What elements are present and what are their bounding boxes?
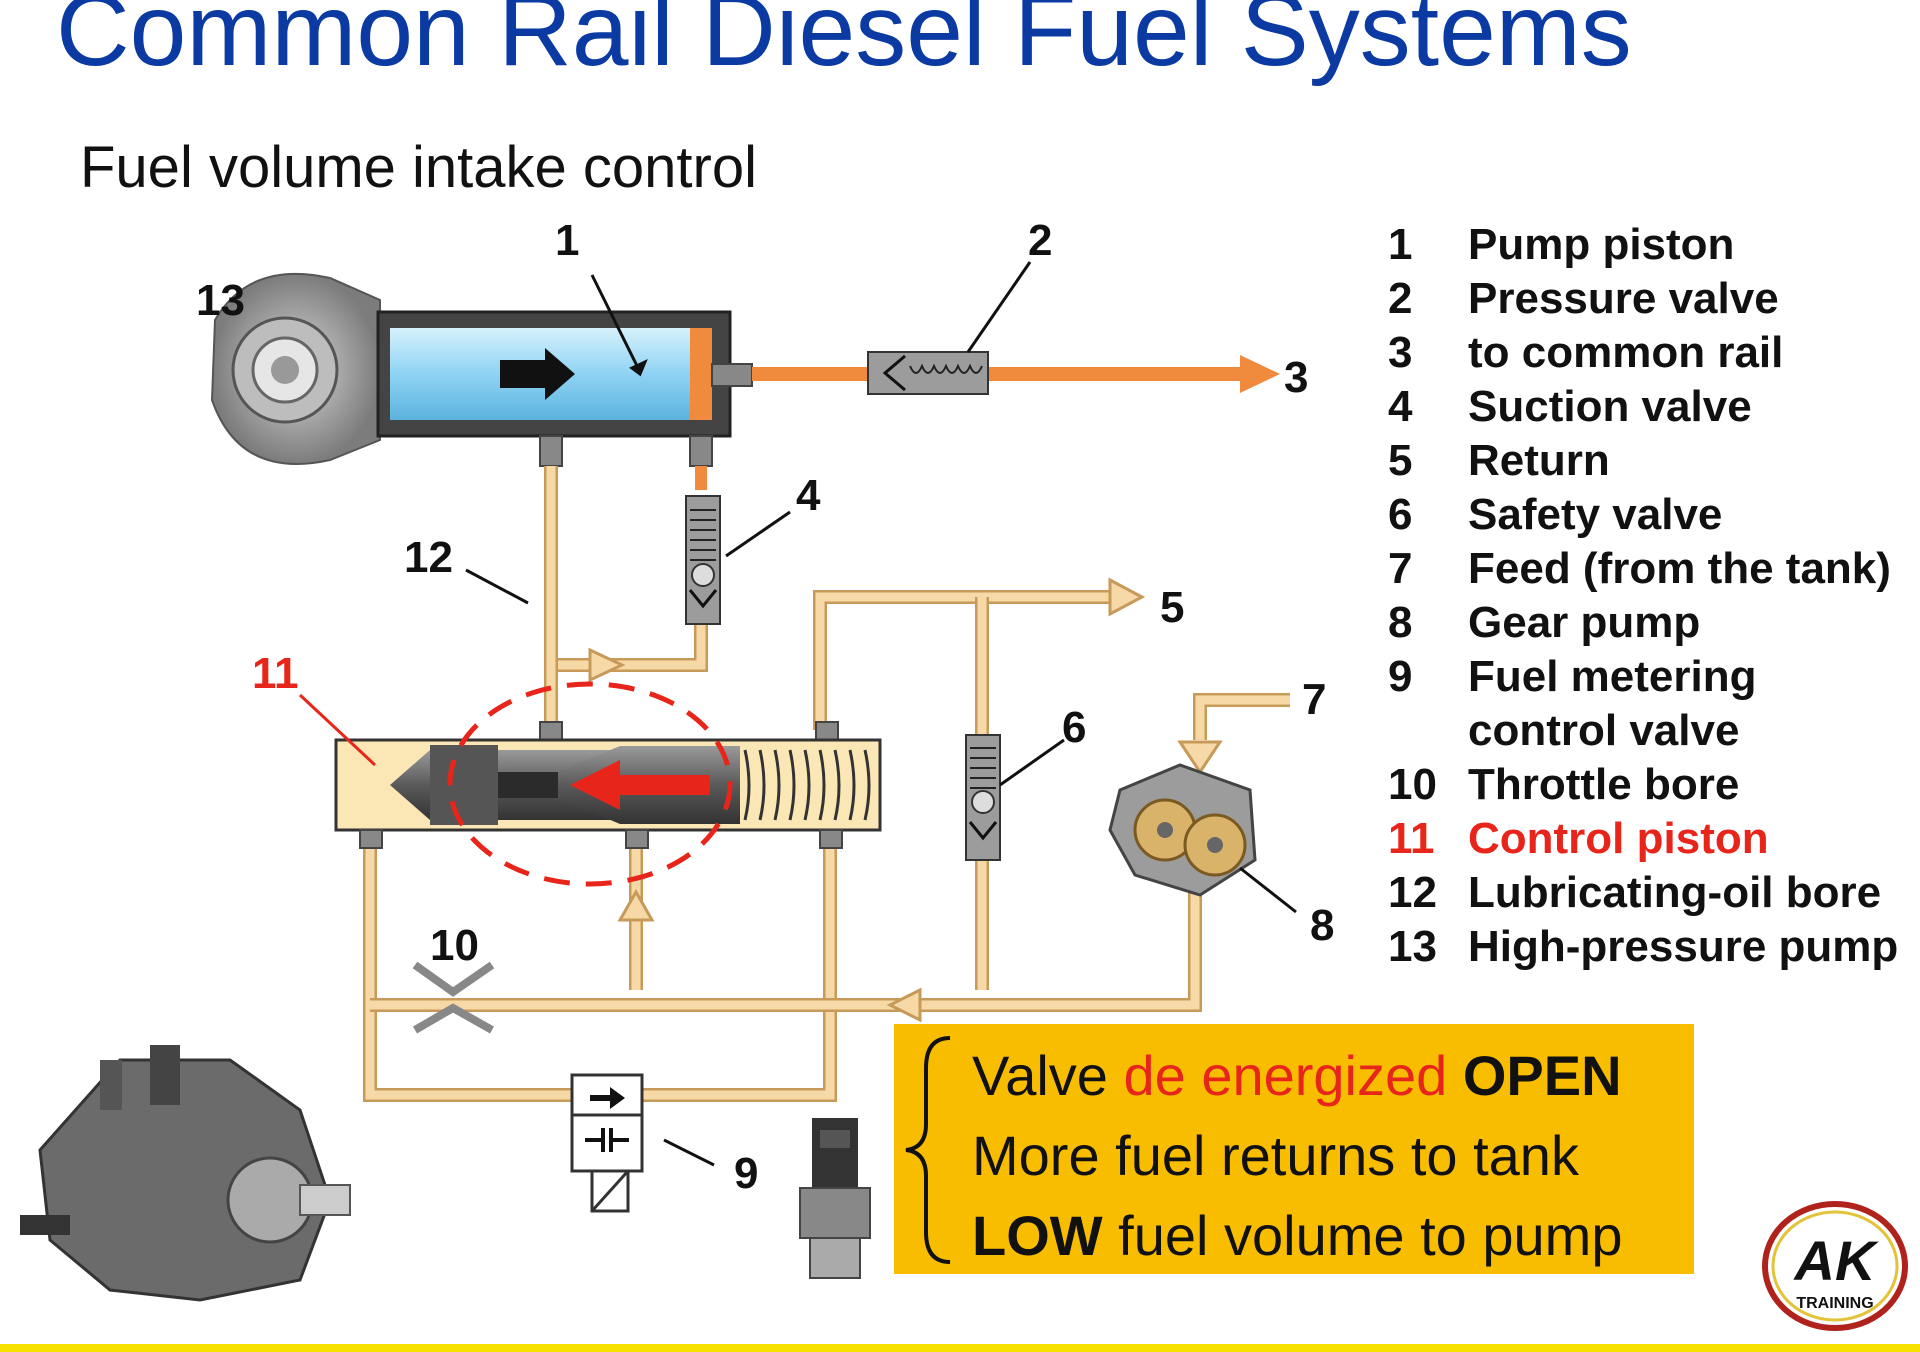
label-8: 8 bbox=[1310, 901, 1334, 950]
gear-pump bbox=[1108, 763, 1257, 897]
legend-number: 5 bbox=[1388, 436, 1413, 485]
callout-line-3: LOW fuel volume to pump bbox=[972, 1196, 1622, 1276]
pump-image bbox=[20, 1045, 351, 1302]
legend-text: Pressure valve bbox=[1468, 274, 1779, 323]
callout-line-2: More fuel returns to tank bbox=[972, 1124, 1579, 1187]
legend-number: 8 bbox=[1388, 598, 1413, 647]
high-pressure-pump-cam bbox=[210, 272, 381, 465]
callout-bold-text: OPEN bbox=[1447, 1044, 1622, 1107]
leader-lines bbox=[298, 261, 1297, 1167]
legend-number: 2 bbox=[1388, 274, 1413, 323]
callout-bold-text: LOW bbox=[972, 1204, 1103, 1267]
component-legend: 1 Pump piston 2 Pressure valve 3 to common … bbox=[1388, 218, 1920, 974]
legend-number: 3 bbox=[1388, 328, 1413, 377]
legend-number: 12 bbox=[1388, 868, 1437, 917]
control-piston-assembly bbox=[334, 681, 882, 887]
high-pressure-line bbox=[711, 351, 1280, 395]
ak-training-logo: AK TRAINING bbox=[1762, 1201, 1908, 1331]
label-10: 10 bbox=[430, 921, 479, 970]
legend-text: Feed (from the tank) bbox=[1468, 544, 1891, 593]
suction-valve bbox=[685, 495, 721, 625]
legend-number: 10 bbox=[1388, 760, 1437, 809]
legend-number: 7 bbox=[1388, 544, 1413, 593]
legend-item-5: 5 Return bbox=[1388, 434, 1920, 488]
slide-title: Common Rail Diesel Fuel Systems bbox=[56, 0, 1632, 87]
metering-valve-image bbox=[799, 1118, 871, 1279]
callout-text: Valve bbox=[972, 1044, 1124, 1107]
safety-valve bbox=[965, 734, 1001, 861]
label-2: 2 bbox=[1028, 216, 1052, 265]
legend-item-12: 12 Lubricating-oil bore bbox=[1388, 866, 1920, 920]
legend-item-8: 8 Gear pump bbox=[1388, 596, 1920, 650]
label-12: 12 bbox=[404, 533, 453, 582]
legend-item-9: 9 Fuel metering control valve bbox=[1388, 650, 1920, 758]
label-11: 11 bbox=[252, 649, 299, 698]
legend-text: High-pressure pump bbox=[1468, 922, 1899, 971]
label-5: 5 bbox=[1160, 583, 1184, 632]
legend-number: 1 bbox=[1388, 220, 1413, 269]
label-4: 4 bbox=[796, 471, 821, 520]
legend-text: Pump piston bbox=[1468, 220, 1735, 269]
legend-text: Suction valve bbox=[1468, 382, 1752, 431]
label-3: 3 bbox=[1284, 353, 1308, 402]
label-1: 1 bbox=[555, 216, 579, 265]
legend-item-10: 10 Throttle bore bbox=[1388, 758, 1920, 812]
legend-item-13: 13 High-pressure pump bbox=[1388, 920, 1920, 974]
bottom-accent-bar bbox=[0, 1344, 1920, 1352]
legend-text: Safety valve bbox=[1468, 490, 1723, 539]
legend-text: Lubricating-oil bore bbox=[1468, 868, 1882, 917]
pump-piston-cylinder bbox=[376, 310, 732, 438]
callout-text: fuel volume to pump bbox=[1102, 1204, 1623, 1267]
slide-subtitle: Fuel volume intake control bbox=[80, 135, 757, 200]
label-7: 7 bbox=[1302, 675, 1326, 724]
legend-text: to common rail bbox=[1468, 328, 1784, 377]
brace-icon bbox=[905, 1036, 951, 1264]
legend-number: 11 bbox=[1388, 814, 1435, 863]
legend-item-2: 2 Pressure valve bbox=[1388, 272, 1920, 326]
legend-number: 9 bbox=[1388, 652, 1413, 701]
legend-text: Throttle bore bbox=[1468, 760, 1740, 809]
legend-number: 4 bbox=[1388, 382, 1413, 431]
legend-item-1: 1 Pump piston bbox=[1388, 218, 1920, 272]
valve-state-callout: Valve de energized OPEN More fuel return… bbox=[894, 1024, 1694, 1274]
legend-number: 13 bbox=[1388, 922, 1437, 971]
metering-valve-symbol bbox=[570, 1073, 644, 1213]
legend-item-3: 3 to common rail bbox=[1388, 326, 1920, 380]
legend-item-4: 4 Suction valve bbox=[1388, 380, 1920, 434]
label-9: 9 bbox=[734, 1149, 758, 1198]
legend-text: Control piston bbox=[1468, 814, 1769, 863]
callout-line-1: Valve de energized OPEN bbox=[972, 1036, 1622, 1116]
label-13: 13 bbox=[196, 276, 245, 325]
legend-text: Fuel metering control valve bbox=[1468, 652, 1757, 755]
logo-letters: AK bbox=[1793, 1229, 1879, 1292]
legend-text: Return bbox=[1468, 436, 1610, 485]
throttle-bore-symbol bbox=[412, 961, 495, 1034]
legend-item-6: 6 Safety valve bbox=[1388, 488, 1920, 542]
legend-number: 6 bbox=[1388, 490, 1413, 539]
legend-item-7: 7 Feed (from the tank) bbox=[1388, 542, 1920, 596]
callout-highlight-text: de energized bbox=[1123, 1044, 1448, 1107]
legend-item-11: 11 Control piston bbox=[1388, 812, 1920, 866]
legend-text: Gear pump bbox=[1468, 598, 1701, 647]
logo-caption: TRAINING bbox=[1796, 1295, 1873, 1312]
label-6: 6 bbox=[1062, 703, 1086, 752]
